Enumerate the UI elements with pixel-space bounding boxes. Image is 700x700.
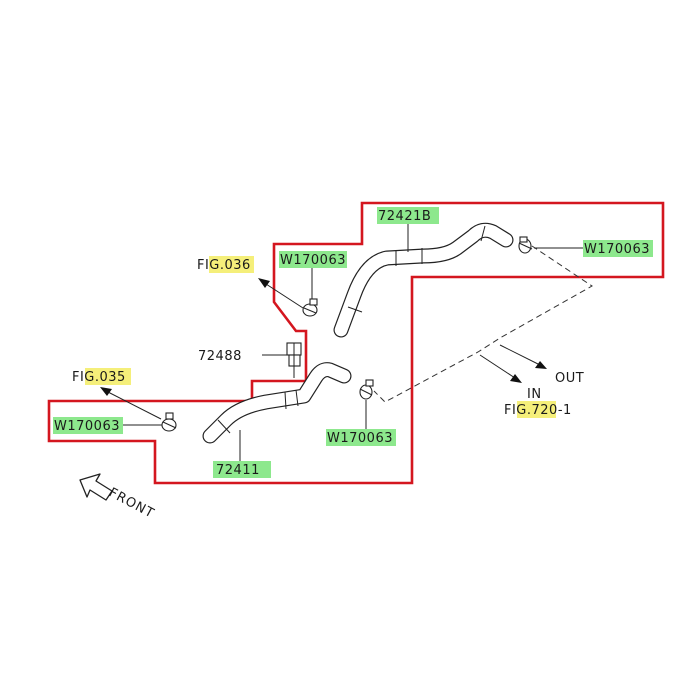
clamp-lower-left	[161, 412, 177, 432]
out-label: OUT	[555, 371, 584, 386]
clamp-label-lower-left: W170063	[54, 419, 120, 434]
leader-lines	[100, 224, 583, 461]
fig-035-reference: FIG.035	[72, 370, 126, 385]
connector-72488	[286, 342, 302, 378]
label-highlights	[53, 207, 653, 478]
clamp-label-upper-right: W170063	[584, 242, 650, 257]
clamp-label-upper-left: W170063	[280, 253, 346, 268]
clamp-lower-right	[359, 379, 374, 400]
fig-720-reference: FIG.720-1	[504, 403, 572, 418]
front-label: FRONT	[106, 485, 157, 521]
front-arrow-icon	[79, 473, 113, 501]
part-label-72411: 72411	[216, 463, 260, 478]
routing-dashed-lines	[373, 245, 593, 403]
in-label: IN	[527, 387, 542, 402]
upper-hose	[333, 222, 514, 338]
part-label-72421b: 72421B	[378, 209, 431, 224]
lower-hose	[202, 362, 352, 444]
clamp-label-lower-right: W170063	[327, 431, 393, 446]
assembly-outline	[47, 201, 665, 485]
part-label-72488: 72488	[198, 349, 242, 364]
clamp-upper-left	[302, 298, 318, 317]
fig-036-reference: FIG.036	[197, 258, 251, 273]
clamp-upper-right	[518, 236, 533, 254]
